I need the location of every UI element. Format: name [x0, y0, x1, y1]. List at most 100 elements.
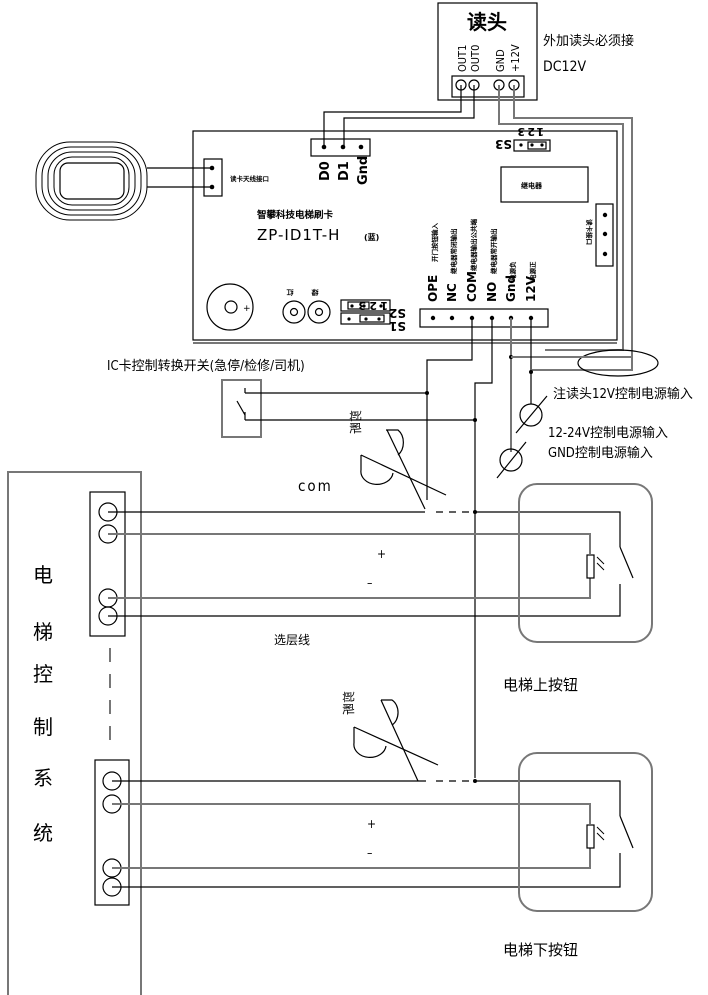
- jumpers-s1-s2: 1 2 3 S2 S1: [340, 299, 406, 333]
- board-brand: 智攀科技电梯刷卡: [257, 209, 334, 221]
- terminal-desc-nc: 继电器常闭输出: [449, 229, 458, 275]
- controller-char-6: 统: [33, 821, 53, 845]
- wire-out0-d1: [343, 85, 475, 147]
- terminal-desc-ope: 开门按钮输入: [430, 223, 439, 263]
- board-outline: [192, 130, 618, 341]
- wire-no: [474, 318, 493, 778]
- wire-upper-floor: [108, 584, 621, 617]
- antenna-coil: [35, 141, 212, 221]
- terminal-desc-12v: 电源正: [528, 261, 537, 281]
- power-note-12-24v: 12-24V控制电源输入: [548, 425, 668, 441]
- svg-text:3: 3: [517, 125, 525, 138]
- control-board: 读卡天线接口 D0 D1 Gnd 智攀科技电梯刷卡 ZP-ID1T-H (蓝) …: [192, 125, 618, 341]
- lower-minus-label: –: [367, 846, 372, 860]
- upper-button-label: 电梯上按钮: [503, 676, 578, 694]
- terminal-desc-gnd: 电源负: [508, 261, 517, 281]
- controller-box: [7, 471, 142, 995]
- svg-text:剪断: 剪断: [341, 691, 356, 715]
- header-label-gnd: Gnd: [356, 156, 371, 185]
- reader-pin-out0: OUT0: [469, 45, 482, 72]
- led-red: 红: [282, 288, 306, 324]
- wire-lower-plus: [112, 803, 591, 824]
- wire-lower-minus: [112, 848, 591, 869]
- cut-mark-lower: 剪断: [341, 691, 439, 782]
- buzzer-sign: +: [243, 304, 251, 314]
- cable-bundle-marker: [577, 349, 659, 377]
- switch-label: IC卡控制转换开关(急停/检修/司机): [107, 358, 305, 374]
- terminal-label-gnd: Gnd: [504, 275, 518, 302]
- terminal-label-nc: NC: [445, 283, 459, 302]
- lower-button-label: 电梯下按钮: [503, 941, 578, 959]
- controller-char-4: 制: [33, 715, 53, 739]
- elevator-up-button: [518, 483, 653, 643]
- cut-mark-upper: 剪断: [348, 410, 447, 510]
- terminal-dots: [430, 315, 534, 321]
- relay-label: 继电器: [521, 181, 543, 190]
- lower-button-lamp: [586, 824, 595, 849]
- wire-reader-gnd: [498, 85, 624, 351]
- antenna-port: [203, 158, 223, 197]
- side-header: [595, 203, 614, 267]
- header-label-d0: D0: [318, 161, 333, 181]
- wire-com: [426, 318, 473, 500]
- svg-text:2: 2: [527, 125, 535, 138]
- upper-button-lamp: [586, 554, 595, 579]
- wiegand-header: [310, 138, 371, 157]
- wire-upper-switch-in: [475, 511, 621, 547]
- svg-text:2: 2: [369, 299, 377, 312]
- s1-label: S1: [389, 319, 406, 333]
- wire-upper-minus: [108, 578, 591, 599]
- terminal-label-no: NO: [485, 282, 499, 302]
- com-label: com: [298, 477, 333, 495]
- reader-note-line2: DC12V: [543, 59, 587, 75]
- wire-lower-floor: [112, 853, 621, 888]
- reader-pin-gnd: GND: [494, 49, 507, 72]
- upper-minus-label: –: [367, 576, 372, 590]
- controller-terminal-lower: [94, 759, 130, 906]
- controller-char-2: 梯: [33, 620, 53, 644]
- buzzer: [206, 283, 254, 331]
- reader-pin-out1: OUT1: [456, 45, 469, 72]
- wire-out1-d0: [323, 85, 462, 147]
- reader-terminal-strip: [451, 75, 525, 98]
- terminal-label-12v: 12V: [524, 275, 538, 302]
- wire-upper-plus: [108, 533, 591, 554]
- lower-plus-label: +: [367, 817, 376, 831]
- antenna-port-label: 读卡天线接口: [230, 174, 269, 183]
- terminal-desc-no: 继电器常开输出: [489, 229, 498, 275]
- s3-label: S3: [495, 137, 512, 151]
- power-input-gnd-symbol: [496, 441, 527, 479]
- side-header-label: 读卡接口: [585, 219, 594, 245]
- upper-button-contact: [619, 546, 634, 579]
- conversion-switch: [221, 379, 262, 438]
- relay: [500, 166, 589, 203]
- terminal-label-ope: OPE: [426, 275, 440, 302]
- board-color-tag: (蓝): [364, 232, 379, 242]
- led-green: 绿: [307, 288, 331, 324]
- board-model: ZP-ID1T-H: [257, 226, 340, 244]
- svg-text:剪断: 剪断: [348, 410, 363, 434]
- svg-text:绿: 绿: [311, 288, 319, 297]
- power-note-reader-12v: 注读头12V控制电源输入: [553, 386, 693, 402]
- terminal-label-com: COM: [465, 271, 479, 302]
- elevator-controller: 电 梯 控 制 系 统: [7, 471, 142, 995]
- svg-text:3: 3: [358, 299, 366, 312]
- wire-lower-switch-in: [475, 780, 621, 816]
- s2-label: S2: [389, 306, 406, 320]
- controller-char-3: 控: [33, 662, 53, 686]
- controller-char-1: 电: [33, 563, 53, 587]
- elevator-down-button: [518, 752, 653, 912]
- terminal-block: [419, 308, 549, 328]
- wire-reader-12v: [513, 85, 633, 371]
- upper-plus-label: +: [377, 547, 386, 561]
- svg-text:1: 1: [536, 125, 544, 138]
- card-reader: 读头 OUT1 OUT0 GND +12V: [437, 2, 538, 101]
- reader-pin-12v: +12V: [509, 44, 522, 72]
- reader-note-line1: 外加读头必须接: [543, 33, 634, 49]
- controller-terminal-upper: [89, 491, 126, 637]
- controller-char-5: 系: [33, 766, 53, 790]
- floor-line-label: 选层线: [274, 633, 310, 647]
- lower-button-contact: [619, 815, 634, 849]
- card-reader-title: 读头: [467, 10, 507, 34]
